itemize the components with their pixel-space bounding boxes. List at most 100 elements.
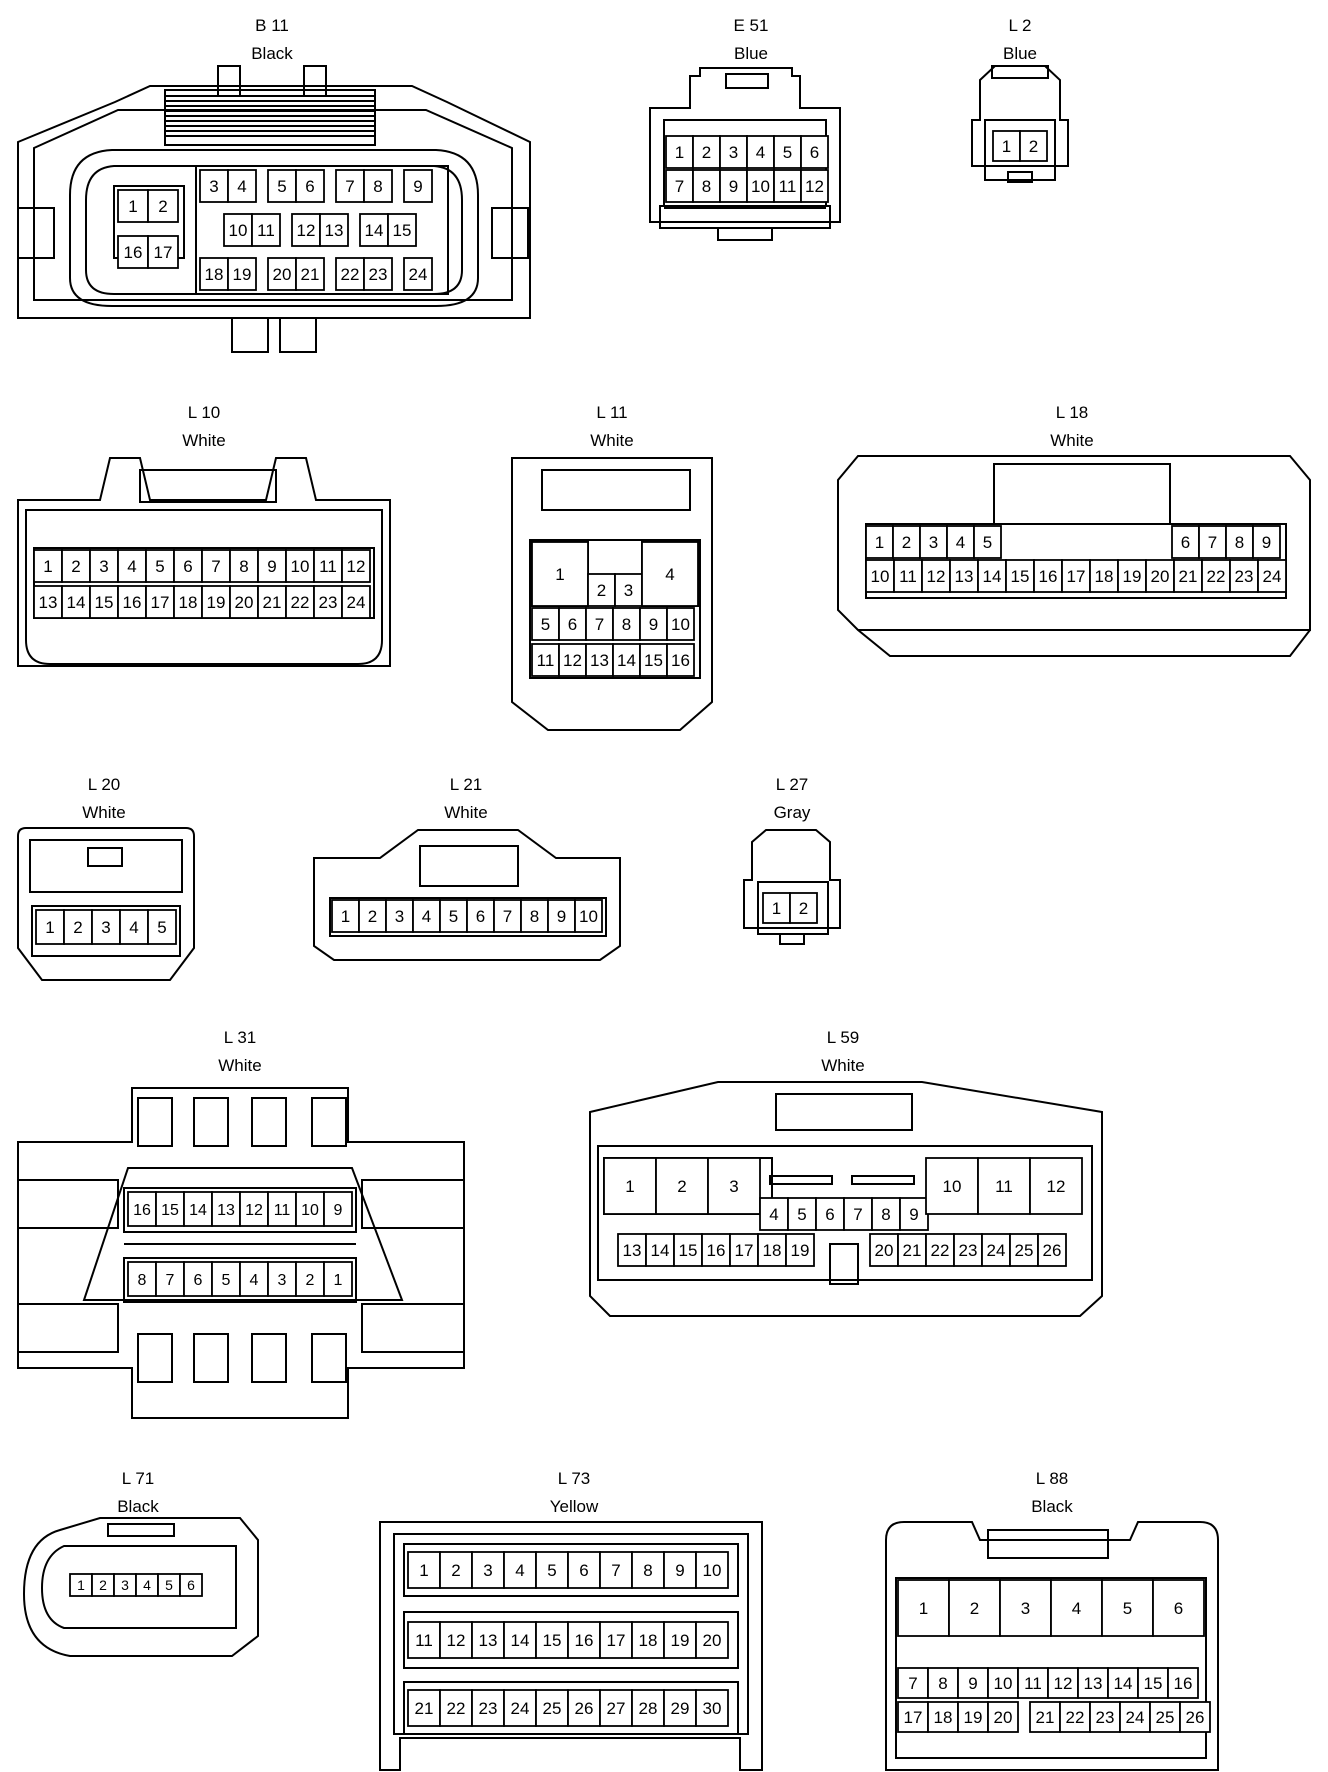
connector-color: White [218,1056,261,1075]
pin-number: 16 [1039,567,1058,586]
pin-number: 6 [1181,533,1190,552]
pin-number: 1 [128,197,137,216]
outline [769,1175,833,1185]
pin-cell [323,1191,353,1227]
pin-cell [1061,559,1091,593]
pin-number: 20 [273,265,292,284]
outline [195,165,449,295]
pin-cell [295,1261,325,1297]
pin-number: 2 [99,1577,107,1593]
pin-cell [313,549,343,583]
pin-number: 3 [729,143,738,162]
pin-cell [295,257,325,291]
pin-cell [407,1689,441,1727]
pin-number: 7 [166,1272,175,1289]
outline [851,1175,915,1185]
pin-cell [973,525,1002,559]
pin-number: 2 [71,557,80,576]
outline [403,1543,739,1597]
pin-cell [331,899,360,933]
pin-cell [341,549,371,583]
pin-cell [899,1197,929,1231]
pin-cell [949,559,979,593]
outline [857,629,1311,657]
pin-cell [439,1689,473,1727]
pin-number: 10 [229,221,248,240]
pin-cell [1229,559,1259,593]
pin-number: 5 [1123,1599,1132,1618]
pin-cell [117,549,147,583]
pin-number: 9 [649,615,658,634]
connector-color: Gray [774,803,811,822]
pin-number: 20 [875,1241,894,1260]
outline [164,89,376,146]
pin-number: 6 [187,1577,195,1593]
pin-number: 6 [476,907,485,926]
outline [85,165,463,295]
pin-cell [403,169,433,203]
pin-cell [1029,1701,1061,1733]
pin-number: 1 [341,907,350,926]
pin-cell [655,1157,709,1215]
pin-number: 21 [415,1699,434,1718]
pin-cell [999,1579,1052,1637]
outline [529,539,701,679]
pin-cell [257,585,287,619]
pin-cell [363,169,393,203]
pin-cell [948,1579,1001,1637]
pin-number: 5 [797,1205,806,1224]
pin-cell [1047,1667,1079,1699]
pin-number: 5 [449,907,458,926]
pin-cell [787,1197,817,1231]
connector-id: L 59 [827,1028,859,1047]
pin-number: 9 [334,1202,343,1219]
pin-number: 2 [702,143,711,162]
pin-cell [117,189,149,223]
outline [25,509,383,665]
outline [829,1243,859,1285]
pin-cell [987,1667,1019,1699]
pin-number: 13 [1084,1674,1103,1693]
pin-cell [199,257,229,291]
pin-cell [251,213,281,247]
pin-number: 15 [679,1241,698,1260]
pin-cell [1029,1157,1083,1215]
pin-number: 14 [189,1202,207,1219]
pin-number: 18 [205,265,224,284]
pin-number: 1 [772,899,781,918]
pin-number: 8 [239,557,248,576]
outline [107,1523,175,1537]
connector-color: Black [117,1497,159,1516]
pin-number: 11 [995,1177,1013,1196]
pin-cell [439,1621,473,1659]
pin-number: 24 [1126,1708,1145,1727]
pin-number: 13 [217,1202,235,1219]
pin-cell [663,1621,697,1659]
pin-cell [1171,525,1200,559]
pin-cell [319,213,349,247]
outline [403,1681,739,1735]
pin-number: 15 [644,651,663,670]
pin-cell [587,573,616,607]
pin-number: 21 [263,593,282,612]
outline [993,463,1171,525]
pin-number: 14 [983,567,1002,586]
pin-number: 24 [511,1699,530,1718]
pin-number: 11 [415,1631,433,1650]
connector-id: L 71 [122,1469,154,1488]
pin-cell [800,169,829,203]
pin-number: 10 [703,1561,722,1580]
pin-cell [921,559,951,593]
pin-number: 4 [143,1577,151,1593]
pin-cell [1089,1701,1121,1733]
pin-number: 7 [611,1561,620,1580]
pin-number: 2 [368,907,377,926]
pin-cell [599,1551,633,1589]
outline [123,1257,357,1303]
pin-number: 15 [95,593,114,612]
outline [885,1521,1219,1771]
pin-cell [1179,1701,1211,1733]
